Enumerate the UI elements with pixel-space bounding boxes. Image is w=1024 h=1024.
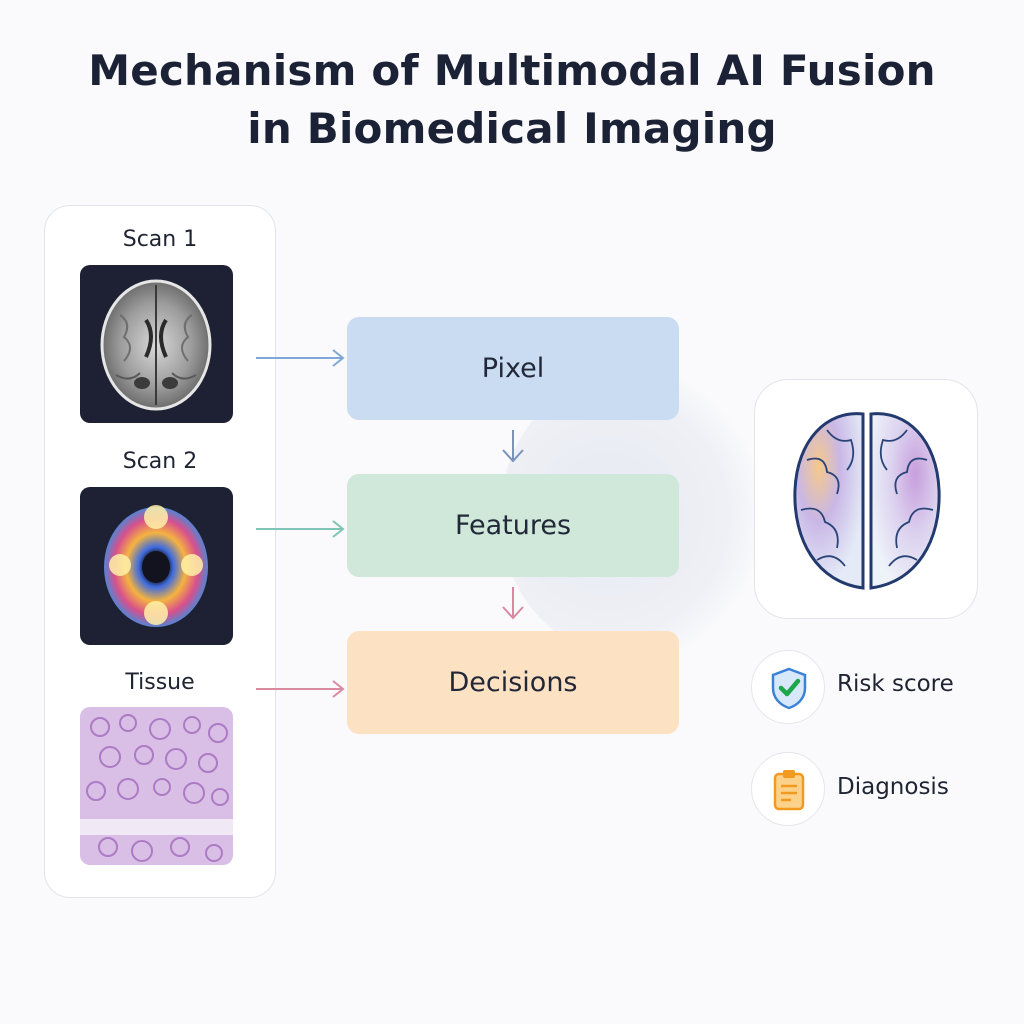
title-line-1: Mechanism of Multimodal AI Fusion — [88, 46, 936, 95]
mri-scan-image — [80, 265, 233, 423]
diagnosis-badge — [751, 752, 825, 826]
clipboard-icon — [773, 770, 805, 811]
tissue-label: Tissue — [125, 670, 195, 695]
pixel-to-features-arrow — [502, 430, 524, 463]
pixel-stage-box: Pixel — [347, 317, 679, 420]
shield-check-icon — [771, 667, 807, 710]
decisions-stage-box: Decisions — [347, 631, 679, 734]
diagnosis-label: Diagnosis — [837, 774, 949, 800]
page-title: Mechanism of Multimodal AI Fusion in Bio… — [0, 42, 1024, 158]
features-to-decisions-arrow — [502, 587, 524, 620]
fused-brain-output-card — [754, 379, 978, 619]
pet-scan-image — [80, 487, 233, 645]
features-stage-box: Features — [347, 474, 679, 577]
risk-score-badge — [751, 650, 825, 724]
features-stage-label: Features — [454, 510, 572, 541]
decisions-stage-label: Decisions — [448, 667, 578, 698]
tissue-histology-image — [80, 707, 233, 865]
scan-1-connector-arrow — [256, 349, 345, 367]
scan-2-connector-arrow — [256, 520, 345, 538]
scan-2-label: Scan 2 — [122, 449, 198, 474]
tissue-connector-arrow — [256, 680, 345, 698]
risk-score-label: Risk score — [837, 671, 954, 697]
brain-icon — [793, 412, 941, 590]
pixel-stage-label: Pixel — [481, 353, 545, 384]
scan-1-label: Scan 1 — [122, 227, 198, 252]
title-line-2: in Biomedical Imaging — [247, 104, 777, 153]
